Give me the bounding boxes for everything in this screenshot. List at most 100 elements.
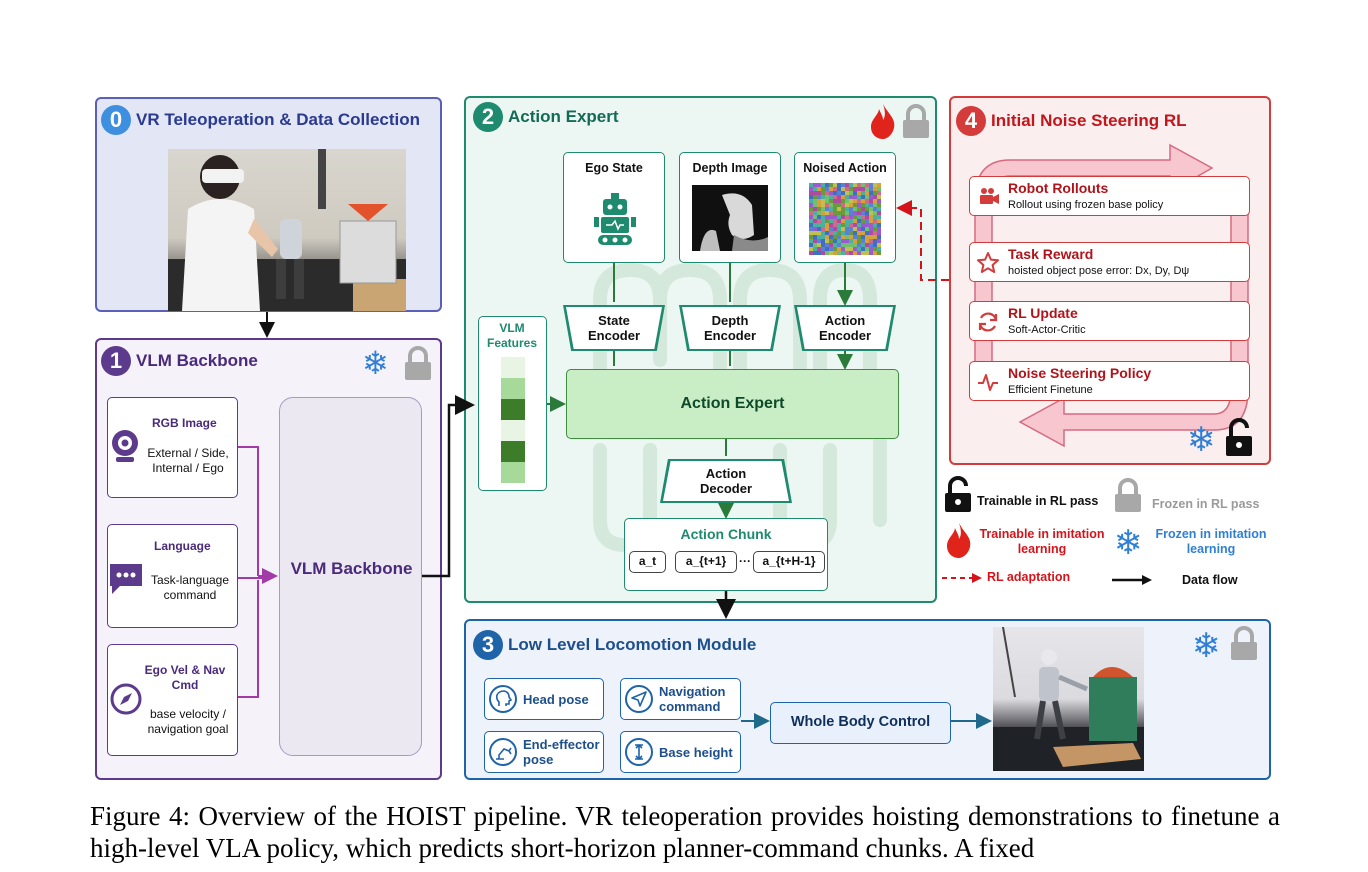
rgb-image-title: RGB Image xyxy=(152,416,217,430)
robot-rollouts-desc: Rollout using frozen base policy xyxy=(1008,199,1164,211)
panel-4-title-text: Initial Noise Steering RL xyxy=(991,111,1187,130)
noised-action-box: Noised Action xyxy=(794,152,896,263)
state-encoder-label: State Encoder xyxy=(587,313,640,343)
robot-rollouts-title: Robot Rollouts xyxy=(1008,180,1109,196)
svg-text:❄: ❄ xyxy=(1114,523,1143,561)
badge-1: 1 xyxy=(101,346,131,376)
star-icon xyxy=(977,252,999,273)
noise-steering-policy-title: Noise Steering Policy xyxy=(1008,365,1152,381)
panel-0-title: 0 VR Teleoperation & Data Collection xyxy=(101,105,420,135)
unlock-icon xyxy=(1226,418,1252,456)
legend-solid-arrow xyxy=(1112,575,1152,585)
refresh-icon xyxy=(978,312,998,332)
chunk-ellipsis: ··· xyxy=(739,554,751,568)
legend-trainable-il: Trainable in imitation learning xyxy=(979,527,1105,556)
vlm-backbone-block: VLM Backbone xyxy=(279,397,422,756)
base-height-box: Base height xyxy=(620,731,741,773)
snowflake-icon-p4: ❄ xyxy=(1187,420,1216,458)
robot-arm-icon xyxy=(489,738,517,766)
legend-unlock-icon xyxy=(945,476,971,512)
head-pose-label: Head pose xyxy=(523,692,589,707)
action-decoder: Action Decoder xyxy=(663,461,789,501)
whole-body-control-box: Whole Body Control xyxy=(770,702,951,744)
task-reward-title: Task Reward xyxy=(1008,246,1094,262)
ego-vel-desc: base velocity / navigation goal xyxy=(147,707,229,736)
action-expert-label: Action Expert xyxy=(680,395,785,412)
action-encoder-label: Action Encoder xyxy=(818,313,871,343)
navigation-arrow-icon xyxy=(625,685,653,713)
badge-4: 4 xyxy=(956,106,986,136)
robot-hoisting-illustration xyxy=(993,627,1144,771)
noise-steering-policy-box: Noise Steering Policy Efficient Finetune xyxy=(969,361,1250,401)
svg-text:❄: ❄ xyxy=(1187,420,1216,458)
lock-icon-p3 xyxy=(1231,626,1257,660)
end-effector-pose-box: End-effector pose xyxy=(484,731,604,773)
vlm-features-label: VLM Features xyxy=(486,321,538,350)
panel-2-title: 2 Action Expert xyxy=(473,102,619,132)
chunk-token-a-t-plus-h: a_{t+H-1} xyxy=(753,551,825,573)
compass-icon xyxy=(110,683,142,715)
legend-data-flow: Data flow xyxy=(1182,573,1238,587)
panel-1-title-text: VLM Backbone xyxy=(136,351,258,370)
lock-icon-p2 xyxy=(903,104,929,138)
base-height-label: Base height xyxy=(659,745,733,760)
noise-steering-policy-desc: Efficient Finetune xyxy=(1008,384,1093,396)
action-chunk-title: Action Chunk xyxy=(680,526,772,542)
panel-2-title-text: Action Expert xyxy=(508,107,619,126)
legend-frozen-il: Frozen in imitation learning xyxy=(1155,527,1267,556)
badge-2: 2 xyxy=(473,102,503,132)
rl-update-title: RL Update xyxy=(1008,305,1078,321)
teleoperation-photo xyxy=(168,149,406,311)
navigation-command-box: Navigation command xyxy=(620,678,741,720)
chat-bubble-icon xyxy=(110,564,142,594)
head-pose-box: Head pose xyxy=(484,678,604,720)
ego-state-label: Ego State xyxy=(585,161,643,175)
state-encoder: State Encoder xyxy=(566,307,662,349)
depth-image-box: Depth Image xyxy=(679,152,781,263)
ego-state-box: Ego State xyxy=(563,152,665,263)
lock-icon xyxy=(405,346,431,380)
robot-icon xyxy=(594,193,636,245)
rgb-image-desc: External / Side, Internal / Ego xyxy=(147,446,229,475)
robot-rollouts-box: Robot Rollouts Rollout using frozen base… xyxy=(969,176,1250,216)
ego-vel-title: Ego Vel & Nav Cmd xyxy=(144,663,226,692)
task-reward-desc: hoisted object pose error: Dx, Dy, Dψ xyxy=(1008,265,1190,277)
teleoperation-photo-illustration xyxy=(168,149,406,311)
svg-text:❄: ❄ xyxy=(1192,627,1221,663)
language-title: Language xyxy=(154,539,211,553)
chunk-token-a-t: a_t xyxy=(629,551,666,573)
action-encoder: Action Encoder xyxy=(797,307,893,349)
depth-encoder: Depth Encoder xyxy=(682,307,778,349)
badge-0: 0 xyxy=(101,105,131,135)
panel-4-title: 4 Initial Noise Steering RL xyxy=(956,106,1187,136)
action-expert-block: Action Expert xyxy=(566,369,899,439)
legend-snowflake-icon: ❄ xyxy=(1114,523,1143,561)
legend-lock-icon xyxy=(1115,478,1141,512)
legend-frozen-rl: Frozen in RL pass xyxy=(1152,497,1260,511)
rl-update-box: RL Update Soft-Actor-Critic xyxy=(969,301,1250,341)
panel-0-title-text: VR Teleoperation & Data Collection xyxy=(136,110,421,129)
legend-trainable-rl: Trainable in RL pass xyxy=(977,494,1099,508)
language-desc: Task-language command xyxy=(150,573,230,602)
video-camera-icon xyxy=(980,188,999,204)
task-reward-box: Task Reward hoisted object pose error: D… xyxy=(969,242,1250,282)
depth-image-thumbnail xyxy=(692,185,768,251)
legend-dashed-arrow xyxy=(942,573,982,583)
webcam-icon xyxy=(112,430,138,462)
flame-icon xyxy=(871,104,895,139)
activity-pulse-icon xyxy=(978,374,998,391)
action-chunk-box: Action Chunk a_t a_{t+1} ··· a_{t+H-1} xyxy=(624,518,828,591)
noised-action-label: Noised Action xyxy=(803,161,887,175)
vlm-features-box: VLM Features xyxy=(478,316,547,491)
panel-3-title: 3 Low Level Locomotion Module xyxy=(473,630,756,660)
snowflake-icon-p3: ❄ xyxy=(1192,627,1221,663)
snowflake-icon: ❄ xyxy=(362,345,389,381)
rl-update-desc: Soft-Actor-Critic xyxy=(1008,324,1086,336)
legend-flame-icon xyxy=(947,523,971,558)
badge-3: 3 xyxy=(473,630,503,660)
ego-vel-box: Ego Vel & Nav Cmd base velocity / naviga… xyxy=(107,644,238,756)
height-arrow-icon xyxy=(625,738,653,766)
vlm-backbone-label: VLM Backbone xyxy=(290,559,413,578)
figure-caption: Figure 4: Overview of the HOIST pipeline… xyxy=(90,801,1280,863)
vlm-feature-column xyxy=(501,357,525,487)
